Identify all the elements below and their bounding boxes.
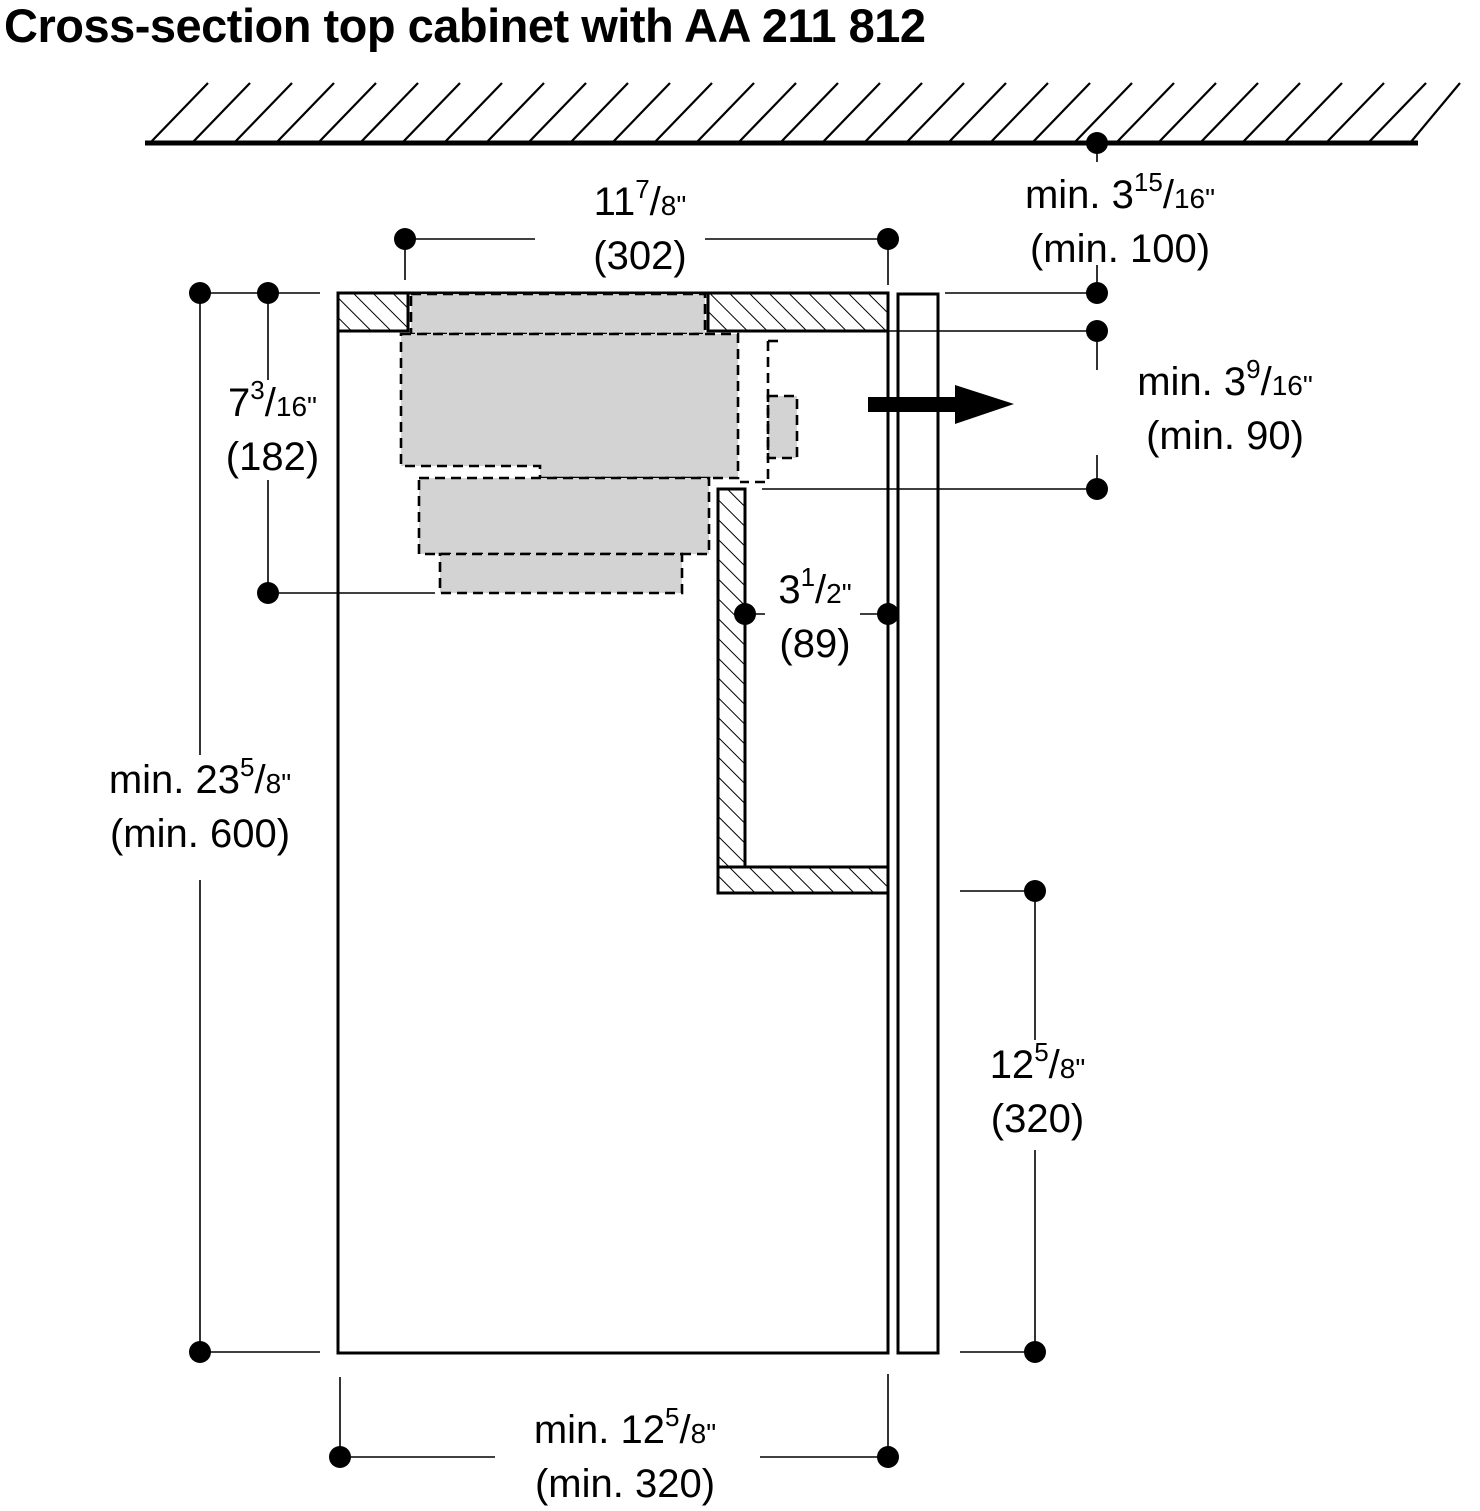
- dim-cabinet-height: min. 235/8" (min. 600): [75, 754, 325, 859]
- dim-cabinet-depth: min. 125/8" (min. 320): [495, 1404, 755, 1509]
- dimension-endpoint-dot: [877, 1446, 899, 1468]
- ceiling-hatch-stroke: [1241, 82, 1301, 144]
- dimension-endpoint-dot: [257, 282, 279, 304]
- ceiling-hatch-stroke: [1199, 82, 1259, 144]
- inner-vertical-panel: [716, 487, 747, 869]
- dimension-endpoint-dot: [1024, 1341, 1046, 1363]
- dim-side-gap: 31/2" (89): [778, 561, 852, 666]
- ceiling-hatch-stroke: [653, 82, 713, 144]
- dimension-endpoint-dot: [1086, 478, 1108, 500]
- ceiling-hatch-stroke: [149, 82, 209, 144]
- ceiling-hatch-stroke: [527, 82, 587, 144]
- cabinet-top-right-panel: [706, 291, 890, 333]
- ceiling-hatch-stroke: [863, 82, 923, 144]
- dimension-endpoint-dot: [1024, 880, 1046, 902]
- inner-shelf: [716, 865, 890, 895]
- dim-outlet-gap: min. 39/16" (min. 90): [1137, 353, 1313, 458]
- unit-bottom-block: [438, 552, 684, 595]
- diagram-title: Cross-section top cabinet with AA 211 81…: [4, 0, 926, 52]
- cabinet: [336, 291, 940, 1355]
- ceiling-hatch-stroke: [233, 82, 293, 144]
- ceiling: [145, 82, 1461, 146]
- dimension-lines: [199, 143, 1098, 1458]
- ceiling-hatch-stroke: [1409, 82, 1461, 144]
- dimension-endpoint-dot: [877, 603, 899, 625]
- appliance-unit: [399, 292, 799, 595]
- unit-outlet-block: [766, 394, 799, 460]
- cabinet-top-left-panel: [336, 291, 410, 333]
- ceiling-hatch-stroke: [569, 82, 629, 144]
- ceiling-hatch-stroke: [1157, 82, 1217, 144]
- ceiling-hatch-stroke: [611, 82, 671, 144]
- cabinet-door: [896, 292, 940, 1355]
- dimension-endpoint-dot: [189, 282, 211, 304]
- ceiling-hatch-stroke: [443, 82, 503, 144]
- ceiling-hatch-stroke: [1367, 82, 1427, 144]
- ceiling-hatch-stroke: [737, 82, 797, 144]
- ceiling-hatch-stroke: [905, 82, 965, 144]
- ceiling-hatch-stroke: [1115, 82, 1175, 144]
- dimension-endpoint-dot: [257, 582, 279, 604]
- airflow-arrow: [868, 385, 1014, 424]
- ceiling-hatch-stroke: [1325, 82, 1385, 144]
- dimension-dots: [189, 132, 1108, 1468]
- dimension-endpoint-dot: [189, 1341, 211, 1363]
- ceiling-hatch-stroke: [317, 82, 377, 144]
- dimension-endpoint-dot: [1086, 282, 1108, 304]
- unit-main-block: [399, 332, 740, 480]
- dimension-endpoint-dot: [1086, 132, 1108, 154]
- ceiling-hatch-stroke: [1031, 82, 1091, 144]
- ceiling-hatch-stroke: [1283, 82, 1343, 144]
- ceiling-hatch-stroke: [779, 82, 839, 144]
- dim-top-width: 117/8" (302): [593, 173, 687, 278]
- ceiling-hatch: [149, 82, 1461, 144]
- ceiling-hatch-stroke: [947, 82, 1007, 144]
- dimension-endpoint-dot: [329, 1446, 351, 1468]
- unit-outlet-outline-2: [740, 341, 770, 484]
- ceiling-hatch-stroke: [359, 82, 419, 144]
- dimension-endpoint-dot: [394, 228, 416, 250]
- ceiling-hatch-stroke: [275, 82, 335, 144]
- unit-lower-block: [417, 476, 711, 556]
- ceiling-hatch-stroke: [401, 82, 461, 144]
- dimension-endpoint-dot: [1086, 320, 1108, 342]
- dim-door-height: 125/8" (320): [965, 1039, 1110, 1144]
- ceiling-hatch-stroke: [821, 82, 881, 144]
- ceiling-hatch-stroke: [1073, 82, 1133, 144]
- dimension-endpoint-dot: [877, 228, 899, 250]
- dim-ceiling-gap: min. 315/16" (min. 100): [1024, 166, 1216, 271]
- unit-top-block: [409, 292, 707, 336]
- dim-unit-height: 73/16" (182): [225, 374, 320, 479]
- ceiling-hatch-stroke: [191, 82, 251, 144]
- ceiling-hatch-stroke: [989, 82, 1049, 144]
- dimension-endpoint-dot: [734, 603, 756, 625]
- ceiling-hatch-stroke: [695, 82, 755, 144]
- ceiling-hatch-stroke: [485, 82, 545, 144]
